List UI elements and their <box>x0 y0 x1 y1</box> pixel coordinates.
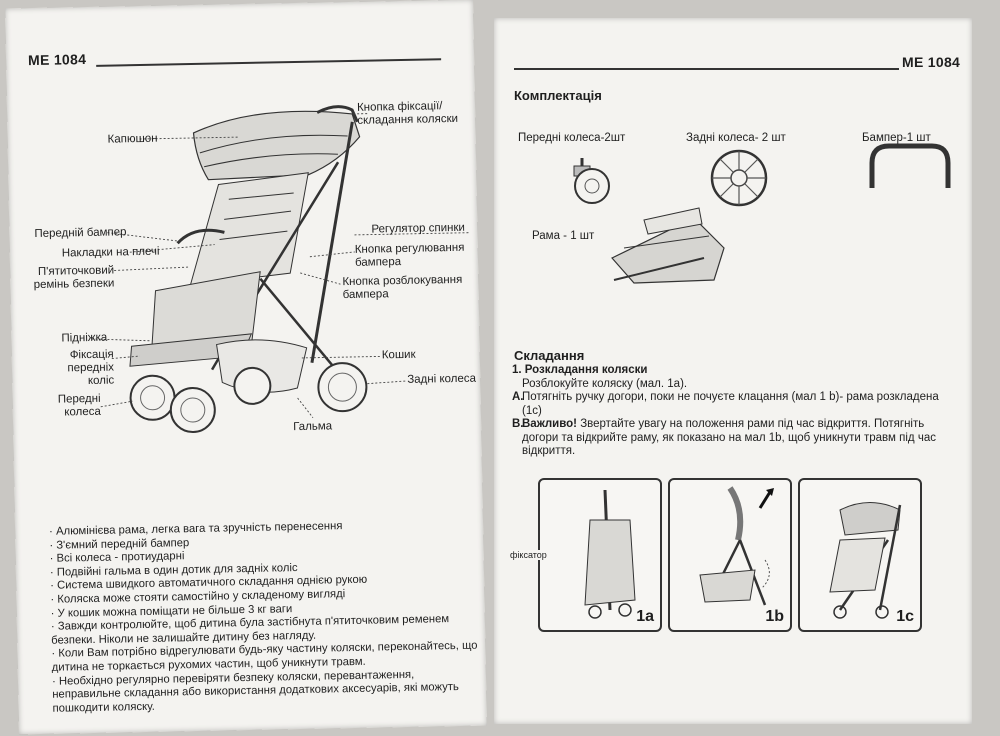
unfolded-stroller-drawing <box>829 502 902 619</box>
figure-1c: 1c <box>798 478 922 632</box>
callout-shoulder-pads: Накладки на плечі <box>61 245 160 260</box>
lock-label: фіксатор <box>510 550 547 560</box>
feature-item: · Необхідно регулярно перевіряти безпеку… <box>51 668 460 715</box>
callout-bumper-release-button: Кнопка розблокування бампера <box>342 273 463 302</box>
callout-fold-lock-button: Кнопка фіксації/ складання коляски <box>356 100 459 127</box>
folding-steps: 1. Розкладання коляски Розблокуйте коляс… <box>512 364 952 459</box>
frame-label: Рама - 1 шт <box>532 230 595 242</box>
step-a: A. Потягніть ручку догори, поки не почує… <box>512 391 952 418</box>
bumper-label: Бампер-1 шт <box>862 132 931 144</box>
figure-number: 1b <box>765 608 784 625</box>
step-b-body: Важливо! Звертайте увагу на положення ра… <box>522 418 952 459</box>
step-b-label: B. <box>512 418 524 430</box>
callout-rear-wheels: Задні колеса <box>407 372 477 386</box>
bumper-icon <box>869 143 951 188</box>
stroller-illustration <box>91 105 470 434</box>
callout-bumper-adjust-button: Кнопка регулювання бампера <box>354 241 465 269</box>
kit-title: Комплектація <box>514 88 602 103</box>
header-rule <box>514 68 899 70</box>
step1-text: Розблокуйте коляску (мал. 1а). <box>522 377 688 390</box>
folding-title: Складання <box>514 348 585 363</box>
front-wheel-icon <box>573 158 610 204</box>
callout-front-wheels: Передні колеса <box>57 392 101 419</box>
callout-backrest-adjuster: Регулятор спинки <box>371 221 466 236</box>
rear-wheels-label: Задні колеса- 2 шт <box>686 132 786 144</box>
figure-1a: фіксатор 1a <box>510 478 662 632</box>
model-number: ME 1084 <box>902 54 961 70</box>
callout-front-wheel-lock: Фіксація передніх коліс <box>67 348 115 388</box>
right-page: ME 1084 Комплектація Передні колеса-2шт … <box>494 18 972 724</box>
step-b: B. Важливо! Звертайте увагу на положення… <box>512 418 952 459</box>
folded-stroller-drawing <box>584 489 636 619</box>
callout-footrest: Підніжка <box>61 331 108 345</box>
step-a-label: A. <box>512 391 524 403</box>
frame-icon <box>611 207 725 284</box>
step-b-warning: Важливо! <box>522 418 578 430</box>
callout-five-point-harness: П'ятиточковий ремінь безпеки <box>33 264 115 292</box>
callout-canopy: Капюшон <box>107 132 158 146</box>
callout-front-bumper: Передній бампер <box>34 226 127 241</box>
step-b-text: Звертайте увагу на положення рами під ча… <box>522 418 936 457</box>
left-page: ME 1084 <box>5 0 487 735</box>
figure-number: 1c <box>896 608 914 625</box>
unfolding-stroller-drawing <box>699 486 774 606</box>
callout-brakes: Гальма <box>293 420 333 434</box>
rear-wheel-icon <box>710 149 768 207</box>
kit-illustrations <box>573 143 951 284</box>
step-a-text: Потягніть ручку догори, поки не почуєте … <box>522 391 939 417</box>
figure-1b: 1b <box>668 478 792 632</box>
step1-title: 1. Розкладання коляски <box>512 364 648 376</box>
features-list: · Алюмінієва рама, легка вага та зручніс… <box>49 518 483 717</box>
callout-basket: Кошик <box>381 348 416 362</box>
front-wheels-label: Передні колеса-2шт <box>518 132 626 144</box>
figure-number: 1a <box>636 608 654 625</box>
